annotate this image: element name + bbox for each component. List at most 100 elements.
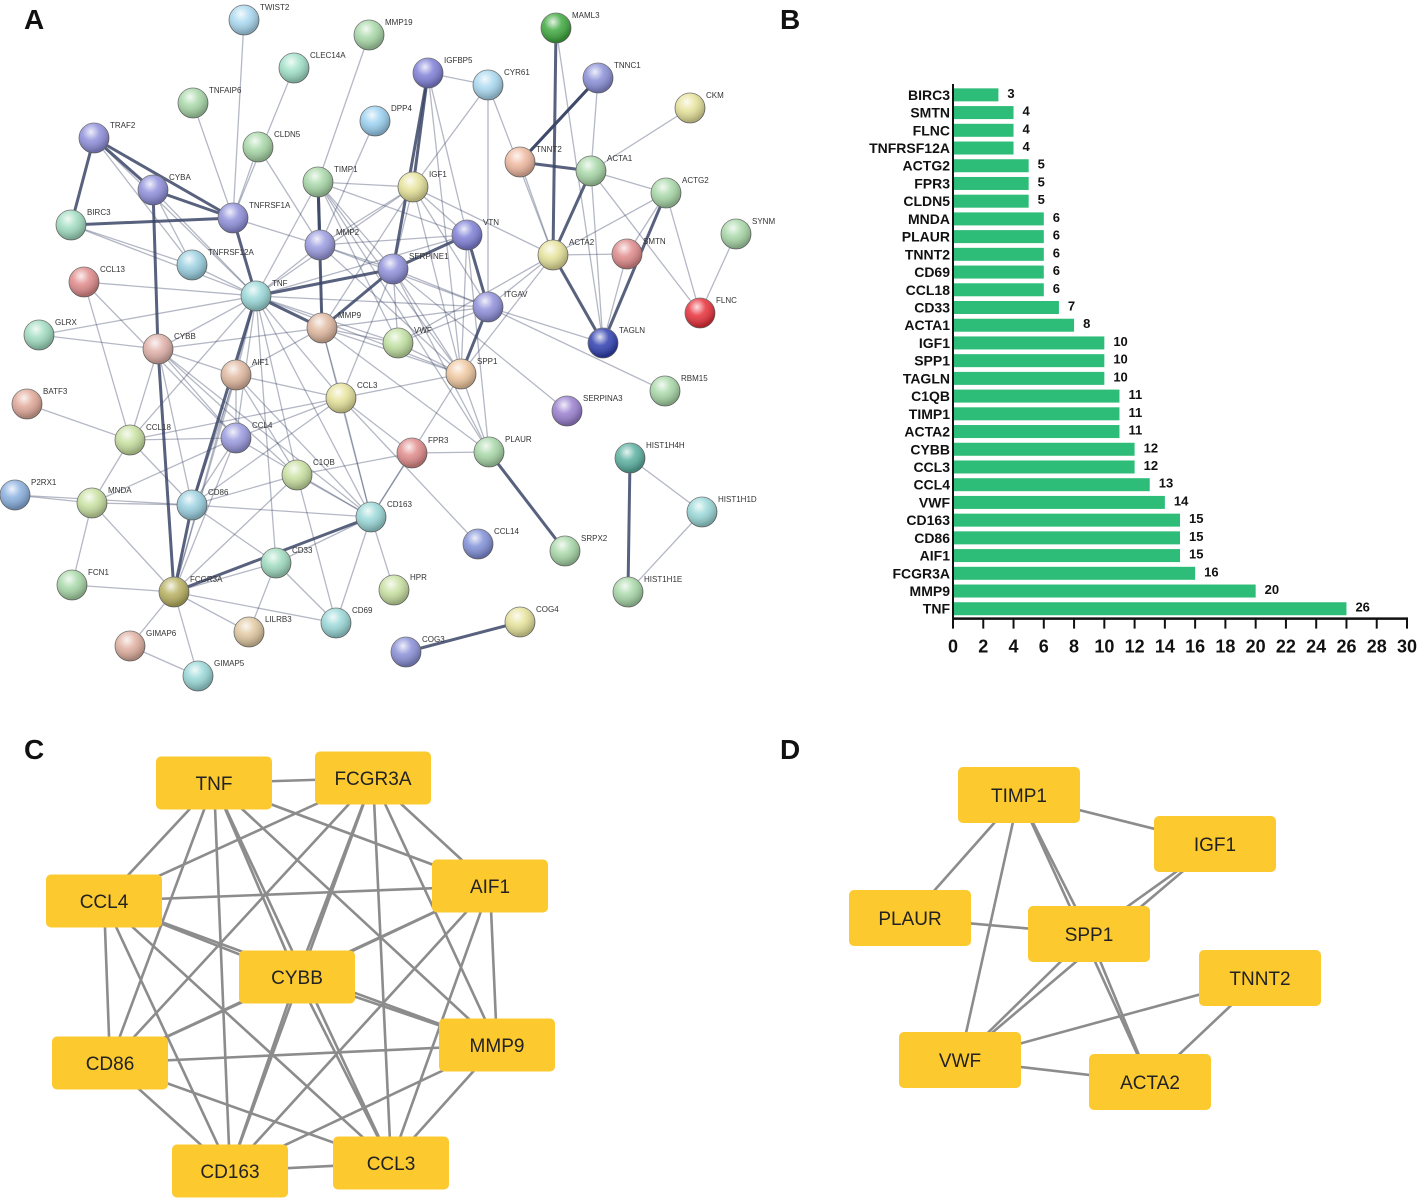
edge-cd86-c1qb: [191, 474, 298, 506]
edge-ccl18-ccl13: [83, 281, 131, 441]
node-ckm: CKM: [674, 91, 724, 124]
node-synm: SYNM: [720, 217, 775, 250]
node-gloss-tnfrsf12a: [177, 250, 207, 280]
bar-c1qb: [953, 389, 1120, 403]
edge-mmp2-dpp4: [319, 120, 376, 246]
node-label-mmp2: MMP2: [336, 228, 360, 237]
node-twist2: TWIST2: [228, 3, 290, 36]
node-label-cyba: CYBA: [169, 173, 191, 182]
value-label-plaur: 6: [1053, 228, 1060, 243]
node-gloss-gimap5: [183, 661, 213, 691]
edge-cyba-cybb: [151, 189, 160, 350]
node-spp1: SPP1: [445, 357, 498, 390]
value-label-cd163: 15: [1189, 511, 1203, 526]
edge-acta1-tagln: [590, 170, 604, 344]
node-label-cog3: COG3: [422, 635, 445, 644]
edge-mmp9-cd163: [321, 327, 372, 518]
node-label-cd33: CD33: [292, 546, 313, 555]
node-label-cd86: CD86: [208, 488, 229, 497]
node-fcgr3a: FCGR3A: [158, 575, 223, 608]
value-label-cd33: 7: [1068, 299, 1075, 314]
node-label-plaur: PLAUR: [505, 435, 532, 444]
category-label-ccl3: CCL3: [913, 459, 950, 475]
node-cd86: CD86: [176, 488, 229, 521]
node-label-aif1: AIF1: [252, 358, 269, 367]
hub-edge-tnf-cd163: [212, 782, 232, 1172]
hub-label-aif1: AIF1: [470, 877, 510, 898]
hub-label-plaur: PLAUR: [878, 909, 941, 930]
edge-timp1-vtn: [317, 181, 468, 236]
node-gloss-cybb: [143, 334, 173, 364]
category-label-vwf: VWF: [919, 494, 951, 510]
value-label-birc3: 3: [1007, 86, 1014, 101]
edge-tnf-ccl13: [83, 281, 257, 297]
node-vwf: VWF: [382, 326, 432, 359]
edge-mmp19-timp1: [317, 34, 370, 183]
hub-node-vwf: VWF: [899, 1032, 1021, 1088]
edge-fcgr3a-mnda: [91, 502, 175, 593]
hub-node-cybb: CYBB: [239, 950, 355, 1004]
node-label-cd163: CD163: [387, 500, 412, 509]
hub-box-igf1: [1154, 816, 1276, 872]
hub-edge-cybb-ccl3: [295, 976, 393, 1164]
value-label-mmp9: 20: [1265, 582, 1279, 597]
edge-hist1h4h-hist1h1e: [626, 457, 632, 593]
edge-timp1-igf1: [317, 181, 414, 188]
value-label-cybb: 12: [1144, 440, 1158, 455]
node-gloss-ccl3: [326, 383, 356, 413]
node-hist1h4h: HIST1H4H: [614, 441, 685, 474]
node-gloss-mmp19: [354, 20, 384, 50]
edge-tnf-spp1: [255, 295, 462, 375]
edge-tnf-traf2: [93, 137, 257, 297]
edge-cog3-cog4: [405, 620, 521, 654]
node-label-smtn: SMTN: [643, 237, 666, 246]
node-maml3: MAML3: [540, 11, 600, 44]
edge-cd86-mnda: [91, 502, 193, 506]
edge-serpina3-serpine1: [392, 268, 568, 412]
node-ccl18: CCL18: [114, 423, 171, 456]
value-label-igf1: 10: [1113, 334, 1127, 349]
edge-spp1-ccl3: [340, 373, 462, 399]
node-acta1: ACTA1: [575, 154, 633, 187]
hub-edge-fcgr3a-cd86: [109, 777, 374, 1064]
node-ccl14: CCL14: [462, 527, 519, 560]
node-ccl3: CCL3: [325, 381, 378, 414]
node-label-mmp19: MMP19: [385, 18, 413, 27]
category-label-mnda: MNDA: [908, 211, 950, 227]
node-label-traf2: TRAF2: [110, 121, 136, 130]
node-gloss-cyba: [138, 175, 168, 205]
x-tick-label-6: 6: [1039, 637, 1049, 657]
edge-timp1-plaur: [317, 181, 490, 453]
hub-label-acta2: ACTA2: [1120, 1073, 1180, 1094]
bar-ccl18: [953, 283, 1044, 297]
category-label-tagln: TAGLN: [903, 370, 950, 386]
hub-label-cd86: CD86: [86, 1054, 135, 1075]
hub-box-tnf: [156, 756, 272, 810]
node-gloss-batf3: [12, 389, 42, 419]
bar-igf1: [953, 336, 1105, 350]
node-igfbp5: IGFBP5: [412, 56, 473, 89]
node-label-vtn: VTN: [483, 218, 499, 227]
node-gloss-aif1: [221, 360, 251, 390]
edge-fcgr3a-cd33: [173, 562, 277, 593]
bar-cd33: [953, 301, 1059, 314]
node-gloss-ccl18: [115, 425, 145, 455]
edge-aif1-fcgr3a: [173, 374, 237, 593]
edge-ccl3-ccl18: [129, 397, 342, 441]
node-hpr: HPR: [378, 573, 427, 606]
node-timp1: TIMP1: [302, 165, 358, 198]
hub-label-ccl3: CCL3: [367, 1154, 416, 1175]
bar-vwf: [953, 495, 1165, 509]
node-label-rbm15: RBM15: [681, 374, 708, 383]
bar-birc3: [953, 88, 999, 102]
hub-node-mmp9: MMP9: [439, 1018, 555, 1072]
x-tick-label-4: 4: [1009, 637, 1019, 657]
node-hist1h1d: HIST1H1D: [686, 495, 757, 528]
edge-acta2-actg2: [552, 192, 667, 256]
node-gloss-igfbp5: [413, 58, 443, 88]
panel-label-c: C: [24, 734, 45, 765]
x-tick-label-14: 14: [1155, 637, 1175, 657]
edge-acta2-tnnt2: [519, 161, 554, 256]
edge-igfbp5-serpine1: [391, 72, 430, 270]
